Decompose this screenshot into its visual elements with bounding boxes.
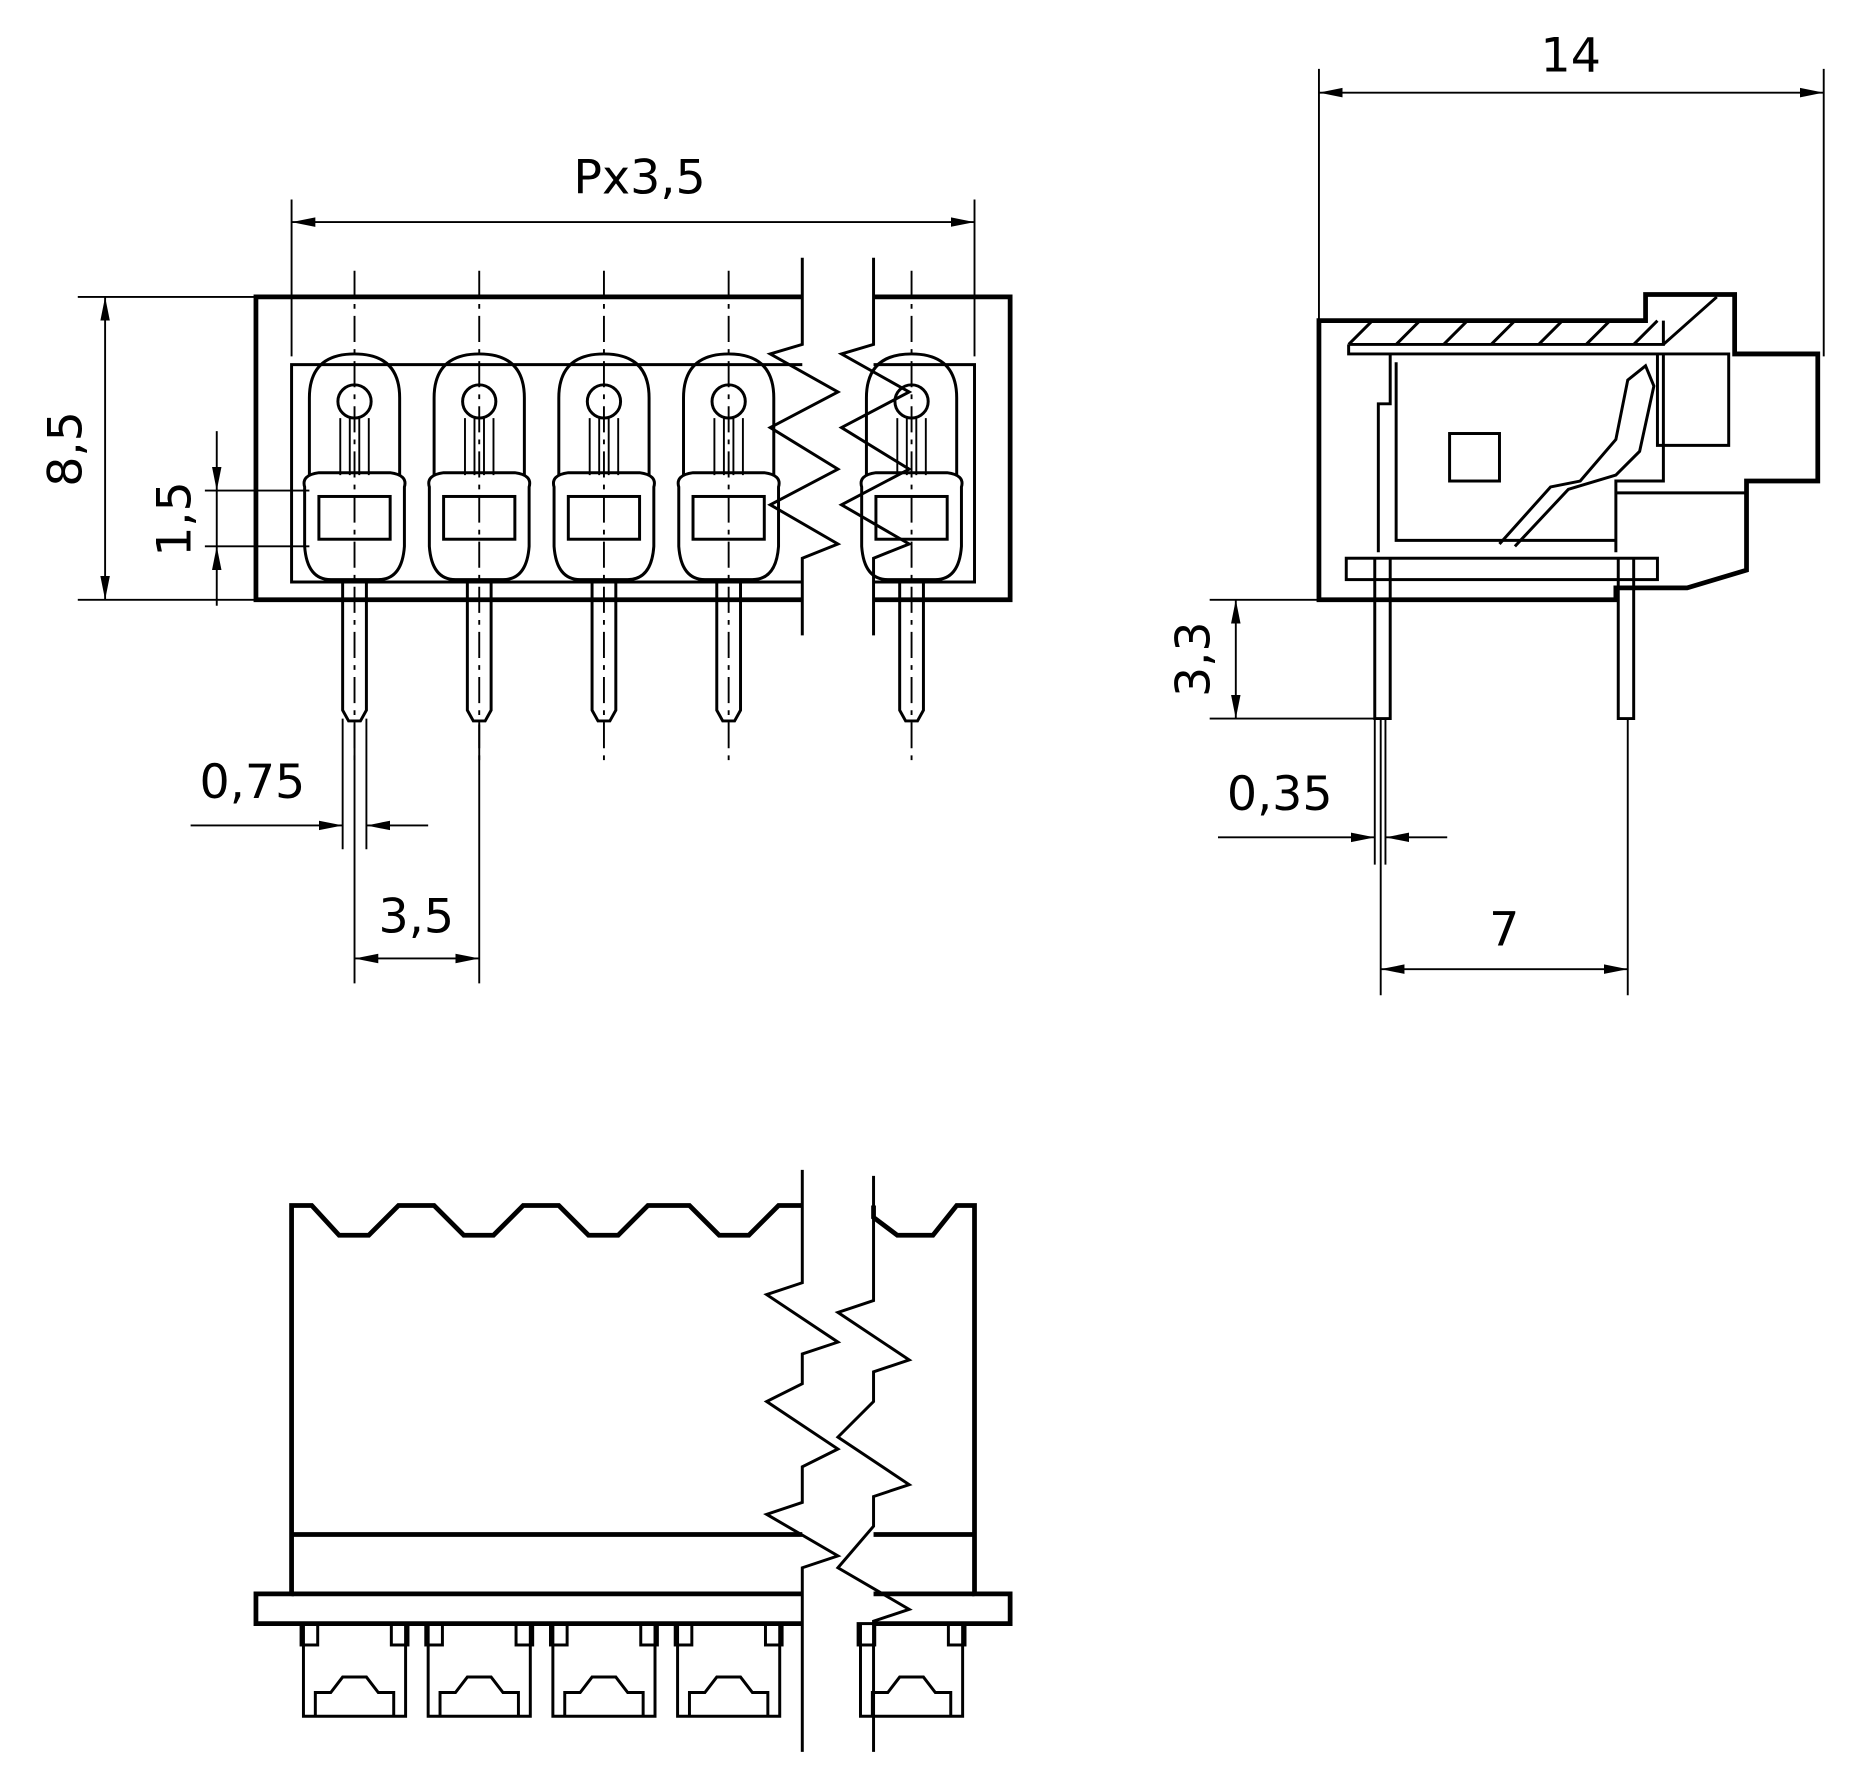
bottom-terminal bbox=[549, 1622, 659, 1718]
side-housing-outline bbox=[1316, 292, 1821, 603]
bottom-pin-stub-left bbox=[673, 1622, 694, 1647]
dim-label-pin-row-spacing: 7 bbox=[1489, 902, 1519, 957]
terminal-ribs bbox=[896, 418, 927, 476]
dim-label-pin-length: 3,3 bbox=[1167, 621, 1222, 697]
bottom-view bbox=[253, 1169, 1013, 1752]
side-hatched-top bbox=[1347, 295, 1718, 346]
bottom-terminal-notch bbox=[313, 1675, 396, 1717]
bottom-pin-stub-right bbox=[514, 1622, 535, 1647]
pin bbox=[898, 581, 925, 723]
side-pin-left bbox=[1373, 558, 1392, 721]
bottom-pin-stub-right bbox=[763, 1622, 784, 1647]
side-internal-structure bbox=[1347, 344, 1749, 571]
terminal-ribs bbox=[588, 418, 620, 476]
bottom-pin-stub-left bbox=[424, 1622, 444, 1647]
front-terminal bbox=[676, 270, 781, 761]
front-view: Px3,5 8,5 1,5 0,75 3,5 bbox=[38, 151, 1013, 984]
dim-label-height: 8,5 bbox=[38, 411, 93, 487]
terminal-ribs bbox=[339, 418, 370, 476]
break-line-left bbox=[766, 257, 842, 636]
terminal-clamp bbox=[859, 471, 964, 582]
side-view: 14 3,3 0,35 7 bbox=[1167, 28, 1825, 996]
bottom-break-line-right bbox=[834, 1175, 913, 1752]
bottom-terminal bbox=[299, 1622, 410, 1718]
terminal-clamp bbox=[552, 471, 656, 582]
terminal-ribs bbox=[713, 418, 744, 476]
bottom-terminal-notch bbox=[687, 1675, 770, 1717]
bottom-terminal-notch bbox=[870, 1675, 953, 1717]
dim-label-contact-offset: 1,5 bbox=[148, 481, 203, 557]
front-terminal bbox=[302, 270, 407, 761]
terminal-clamp bbox=[427, 471, 532, 582]
bottom-break-line-left bbox=[763, 1169, 842, 1752]
side-spring-contact bbox=[1498, 363, 1656, 548]
pin bbox=[590, 581, 618, 723]
dim-label-pin-width: 0,75 bbox=[199, 755, 305, 810]
break-line-right bbox=[837, 257, 913, 636]
side-window bbox=[1448, 432, 1501, 483]
bottom-terminal-body bbox=[676, 1623, 782, 1718]
bottom-terminal-body bbox=[859, 1623, 965, 1718]
terminal-clamp bbox=[676, 471, 781, 582]
bottom-pin-stub-right bbox=[639, 1622, 659, 1647]
bottom-housing-step bbox=[291, 1532, 975, 1597]
bottom-pin-stub-left bbox=[549, 1622, 569, 1647]
terminal-clamp bbox=[302, 471, 407, 582]
bottom-pin-stub-right bbox=[946, 1622, 967, 1647]
bottom-terminal-body bbox=[551, 1623, 657, 1718]
bottom-terminal bbox=[856, 1622, 967, 1718]
bottom-terminal-notch bbox=[438, 1675, 520, 1717]
bottom-pin-stub-left bbox=[856, 1622, 877, 1647]
bottom-terminal bbox=[424, 1622, 535, 1718]
dim-label-pitch: 3,5 bbox=[379, 889, 455, 944]
bottom-terminal bbox=[673, 1622, 784, 1718]
front-terminal bbox=[552, 270, 656, 761]
pin bbox=[715, 581, 743, 723]
terminal-ribs bbox=[464, 418, 495, 476]
dim-label-pitch-total: Px3,5 bbox=[573, 151, 705, 206]
front-terminal bbox=[427, 270, 532, 761]
dim-label-depth: 14 bbox=[1541, 28, 1601, 83]
bottom-pin-stub-right bbox=[389, 1622, 410, 1647]
side-pin-right bbox=[1616, 558, 1636, 721]
dim-label-pin-thickness: 0,35 bbox=[1227, 767, 1333, 822]
pin bbox=[465, 581, 493, 723]
bottom-terminal-body bbox=[426, 1623, 532, 1718]
bottom-terminal-body bbox=[301, 1623, 408, 1718]
bottom-pin-stub-left bbox=[299, 1622, 320, 1647]
pin bbox=[341, 581, 368, 723]
front-housing-outline bbox=[253, 294, 1013, 603]
bottom-housing-outline bbox=[253, 1203, 1013, 1626]
front-terminal bbox=[859, 270, 964, 761]
bottom-terminal-notch bbox=[563, 1675, 645, 1717]
side-base-plate bbox=[1344, 556, 1659, 582]
